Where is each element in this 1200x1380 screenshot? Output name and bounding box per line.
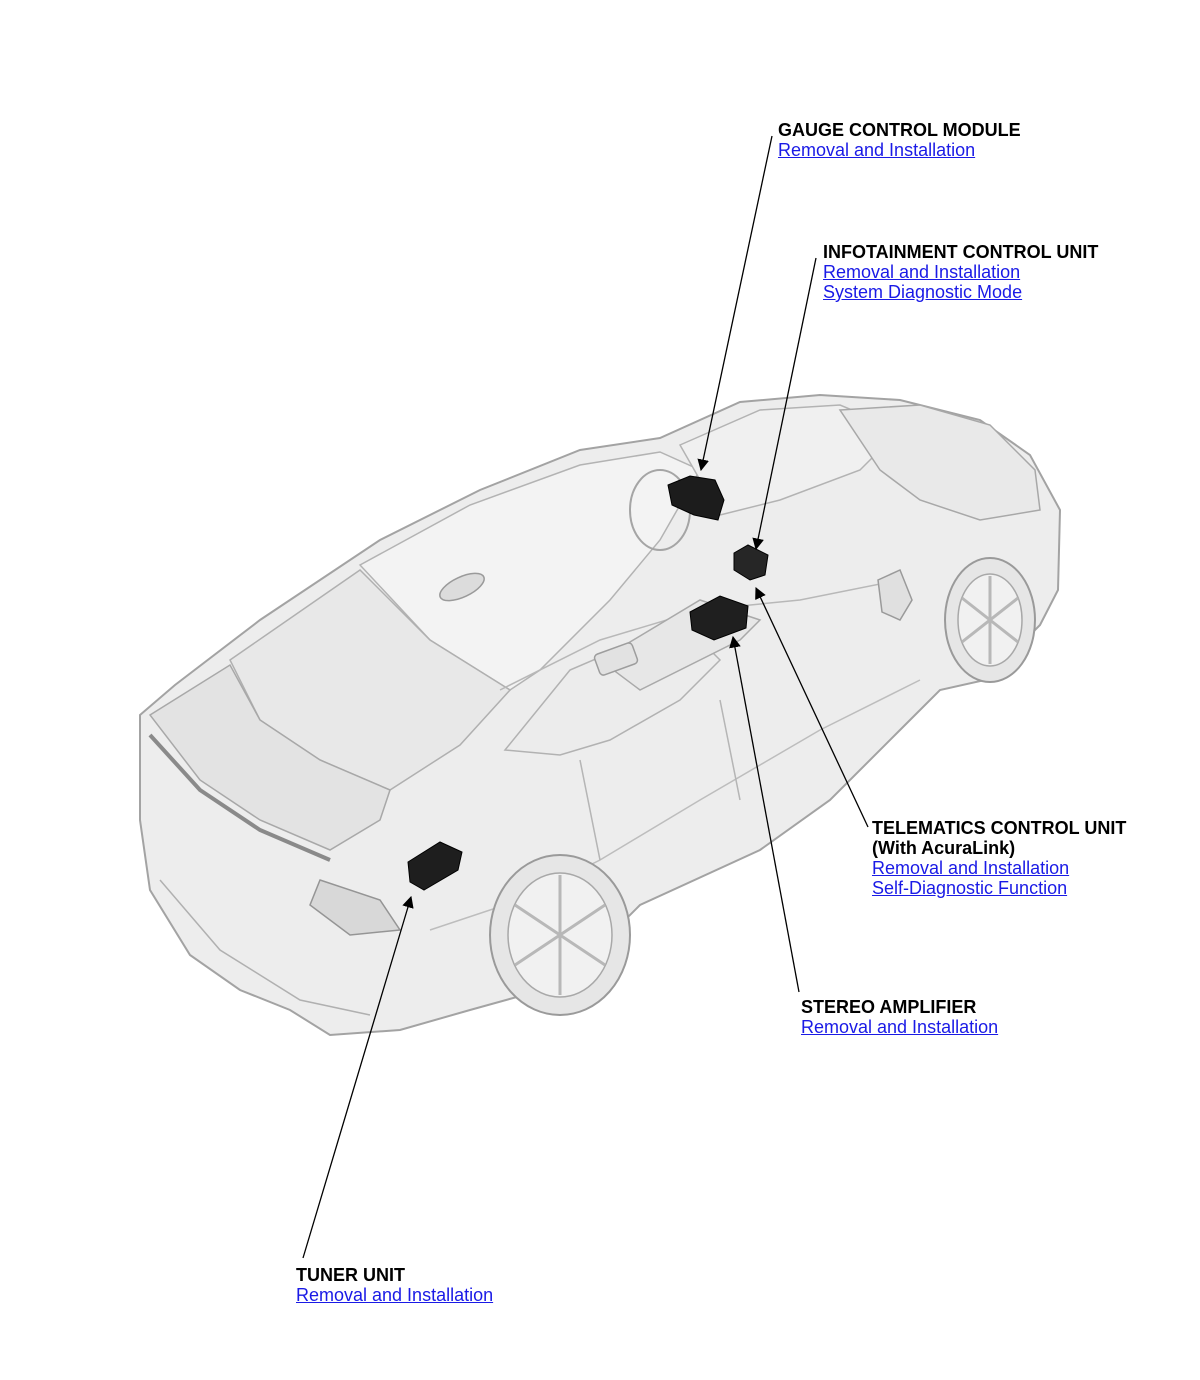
- car-illustration: [139, 393, 1062, 1037]
- callout-title: TELEMATICS CONTROL UNIT: [872, 818, 1127, 838]
- stereo-amplifier-part: [689, 595, 749, 641]
- car-mirror: [877, 568, 913, 621]
- car-hood: [838, 404, 1041, 521]
- leader-line-stereo: [729, 635, 800, 993]
- system-diagnostic-mode-link[interactable]: System Diagnostic Mode: [823, 282, 1023, 302]
- callout-infotainment-control-unit: INFOTAINMENT CONTROL UNIT Removal and In…: [823, 242, 1098, 302]
- self-diagnostic-function-link[interactable]: Self-Diagnostic Function: [872, 878, 1068, 898]
- removal-and-installation-link[interactable]: Removal and Installation: [778, 140, 976, 160]
- callout-title: INFOTAINMENT CONTROL UNIT: [823, 242, 1099, 262]
- callout-tuner-unit: TUNER UNIT Removal and Installation: [296, 1265, 493, 1305]
- callout-telematics-control-unit: TELEMATICS CONTROL UNIT (With AcuraLink)…: [872, 818, 1126, 898]
- leader-line-tuner: [302, 895, 414, 1259]
- tuner-unit-part: [407, 841, 463, 891]
- leader-line-gauge: [697, 135, 773, 472]
- removal-and-installation-link[interactable]: Removal and Installation: [296, 1285, 494, 1305]
- car-front-wheel: [944, 557, 1036, 683]
- callout-subtitle: (With AcuraLink): [872, 838, 1016, 858]
- callout-stereo-amplifier: STEREO AMPLIFIER Removal and Installatio…: [801, 997, 998, 1037]
- removal-and-installation-link[interactable]: Removal and Installation: [872, 858, 1070, 878]
- callout-title: TUNER UNIT: [296, 1265, 405, 1285]
- removal-and-installation-link[interactable]: Removal and Installation: [823, 262, 1021, 282]
- gauge-control-module-part: [667, 475, 725, 521]
- car-trunk: [148, 663, 391, 851]
- callout-title: GAUGE CONTROL MODULE: [778, 120, 1021, 140]
- components: [407, 475, 769, 891]
- infotainment-control-unit-part: [733, 544, 769, 581]
- removal-and-installation-link[interactable]: Removal and Installation: [801, 1017, 999, 1037]
- callout-title: STEREO AMPLIFIER: [801, 997, 977, 1017]
- leader-line-telematics: [755, 586, 869, 828]
- car-rear-wheel: [489, 854, 631, 1016]
- leader-lines: [302, 135, 869, 1259]
- callout-gauge-control-module: GAUGE CONTROL MODULE Removal and Install…: [778, 120, 1021, 160]
- leader-line-infotainment: [752, 257, 817, 551]
